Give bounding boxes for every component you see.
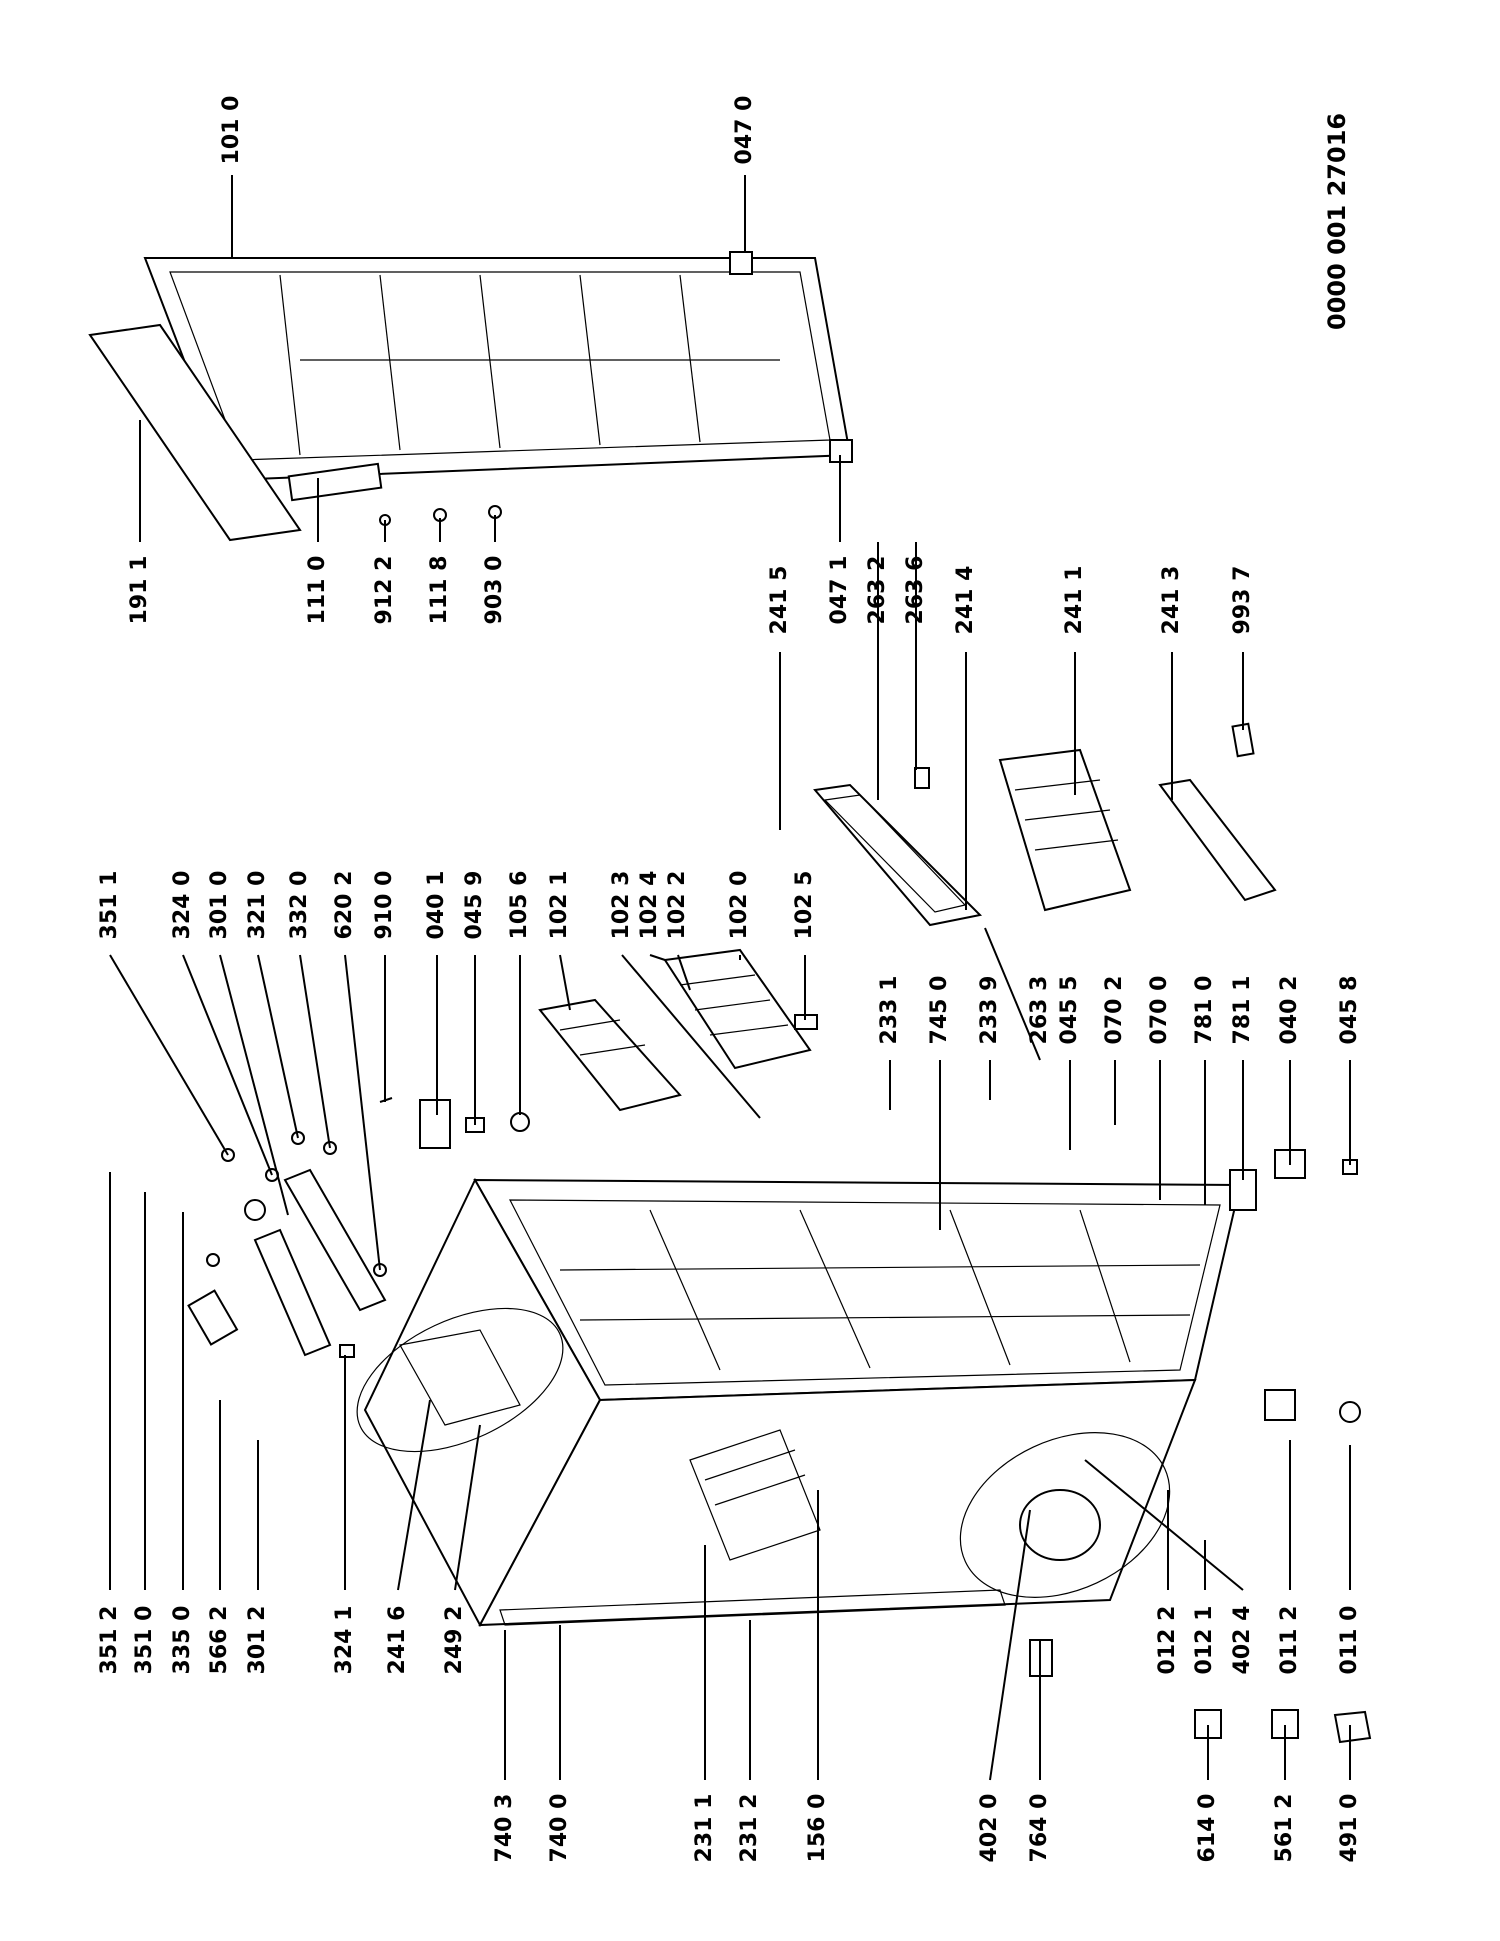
control-panel-parts (187, 1131, 387, 1358)
callout-351_0: 351 0 (132, 1606, 157, 1675)
callout-566_2: 566 2 (207, 1606, 232, 1675)
callout-491_0: 491 0 (1337, 1794, 1362, 1863)
callout-101_0: 101 0 (219, 96, 244, 165)
callout-740_0: 740 0 (547, 1794, 572, 1863)
callout-233_9: 233 9 (977, 976, 1002, 1045)
callout-045_8: 045 8 (1337, 976, 1362, 1045)
callout-231_1: 231 1 (692, 1794, 717, 1863)
leader-line-321_0 (257, 954, 299, 1139)
leader-line-249_2 (454, 1424, 481, 1591)
callout-047_0: 047 0 (732, 96, 757, 165)
callout-332_0: 332 0 (287, 871, 312, 940)
callout-045_5: 045 5 (1057, 976, 1082, 1045)
callout-781_1: 781 1 (1230, 976, 1255, 1045)
leader-line-351_1 (109, 954, 229, 1156)
door-assembly (143, 257, 852, 482)
bottom-bracket-part (1264, 1389, 1296, 1421)
leader-line-324_0 (182, 954, 273, 1176)
callout-614_0: 614 0 (1195, 1794, 1220, 1863)
callout-040_1: 040 1 (424, 871, 449, 940)
callout-301_0: 301 0 (207, 871, 232, 940)
callout-241_1: 241 1 (1062, 566, 1087, 635)
callout-912_2: 912 2 (372, 556, 397, 625)
cabinet-body (356, 1177, 1242, 1628)
leader-line-402_4 (1084, 1459, 1244, 1591)
callout-561_2: 561 2 (1272, 1794, 1297, 1863)
callout-335_0: 335 0 (170, 1606, 195, 1675)
callout-249_2: 249 2 (442, 1606, 467, 1675)
callout-351_2: 351 2 (97, 1606, 122, 1675)
callout-263_6: 263 6 (903, 556, 928, 625)
drawer-parts (813, 722, 1277, 927)
callout-011_2: 011 2 (1277, 1606, 1302, 1675)
callout-156_0: 156 0 (805, 1794, 830, 1863)
callout-102_5: 102 5 (792, 871, 817, 940)
cover-part (1333, 1710, 1372, 1744)
callout-102_0: 102 0 (727, 871, 752, 940)
callout-324_0: 324 0 (170, 871, 195, 940)
leader-line-402_0 (989, 1509, 1031, 1781)
callout-241_4: 241 4 (953, 566, 978, 635)
callout-740_3: 740 3 (492, 1794, 517, 1863)
callout-111_8: 111 8 (427, 556, 452, 625)
callout-781_0: 781 0 (1192, 976, 1217, 1045)
hinge-top-part (729, 251, 753, 275)
callout-102_3: 102 3 (609, 871, 634, 940)
leader-line-102_4 (649, 954, 666, 961)
callout-labels: 101 0 047 0 191 1 111 0 912 2 111 8 903 0 047 1… (97, 96, 1362, 1863)
callout-321_0: 321 0 (245, 871, 270, 940)
callout-102_4: 102 4 (637, 871, 662, 940)
callout-903_0: 903 0 (482, 556, 507, 625)
callout-351_1: 351 1 (97, 871, 122, 940)
callout-012_2: 012 2 (1155, 1606, 1180, 1675)
callout-241_5: 241 5 (767, 566, 792, 635)
leader-line-102_3 (621, 954, 761, 1119)
leader-line-241_6 (397, 1399, 431, 1591)
callout-241_3: 241 3 (1159, 566, 1184, 635)
callout-045_9: 045 9 (462, 871, 487, 940)
leader-line-102_1 (559, 954, 571, 1011)
callout-910_0: 910 0 (372, 871, 397, 940)
callout-011_0: 011 0 (1337, 1606, 1362, 1675)
callout-402_0: 402 0 (977, 1794, 1002, 1863)
callout-102_1: 102 1 (547, 871, 572, 940)
callout-263_2: 263 2 (865, 556, 890, 625)
callout-745_0: 745 0 (927, 976, 952, 1045)
callout-105_6: 105 6 (507, 871, 532, 940)
document-reference: 0000 001 27016 (1323, 113, 1351, 330)
callout-012_1: 012 1 (1192, 1606, 1217, 1675)
callout-047_1: 047 1 (827, 556, 852, 625)
callout-111_0: 111 0 (305, 556, 330, 625)
door-gasket (88, 323, 302, 542)
leader-line-332_0 (299, 954, 331, 1149)
callout-993_7: 993 7 (1230, 566, 1255, 635)
callout-241_6: 241 6 (385, 1606, 410, 1675)
callout-764_0: 764 0 (1027, 1794, 1052, 1863)
callout-233_1: 233 1 (877, 976, 902, 1045)
callout-070_0: 070 0 (1147, 976, 1172, 1045)
callout-070_2: 070 2 (1102, 976, 1127, 1045)
callout-263_3: 263 3 (1027, 976, 1052, 1045)
callout-324_1: 324 1 (332, 1606, 357, 1675)
leader-line-620_2 (344, 954, 381, 1271)
callout-191_1: 191 1 (127, 556, 152, 625)
callout-620_2: 620 2 (332, 871, 357, 940)
callout-301_2: 301 2 (245, 1606, 270, 1675)
leader-line-263_3 (984, 927, 1041, 1061)
leader-line-102_2 (677, 954, 691, 991)
shelf-parts (379, 948, 818, 1149)
callout-040_2: 040 2 (1277, 976, 1302, 1045)
callout-231_2: 231 2 (737, 1794, 762, 1863)
leader-line-301_0 (219, 954, 289, 1216)
foot-part (1339, 1401, 1361, 1423)
callout-402_4: 402 4 (1230, 1606, 1255, 1675)
door-handle-part (287, 462, 383, 502)
callout-102_2: 102 2 (665, 871, 690, 940)
